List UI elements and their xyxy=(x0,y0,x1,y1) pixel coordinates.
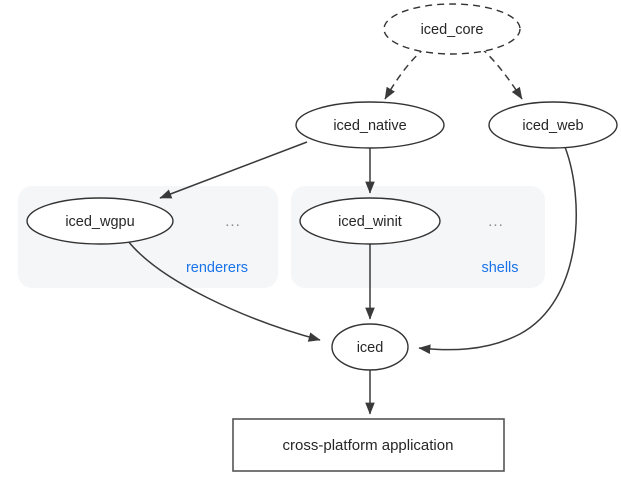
node-iced-wgpu[interactable]: iced_wgpu xyxy=(26,197,174,245)
edge-iced-web-to-iced xyxy=(418,146,577,354)
node-iced-wgpu-shape[interactable] xyxy=(26,197,174,245)
node-cross-platform-application[interactable]: cross-platform application xyxy=(232,418,505,472)
cluster-renderers-label: renderers xyxy=(186,260,248,276)
node-iced-core-shape[interactable] xyxy=(383,3,521,55)
node-iced-native-shape[interactable] xyxy=(295,101,445,149)
edge-iced-core-to-iced-web xyxy=(480,47,523,100)
edge-iced-wgpu-to-iced xyxy=(127,240,321,342)
node-iced-label: iced xyxy=(357,340,384,356)
node-iced-winit-label: iced_winit xyxy=(338,214,402,230)
node-iced-core[interactable]: iced_core xyxy=(383,3,521,55)
node-iced-winit-shape[interactable] xyxy=(299,197,441,245)
node-iced[interactable]: iced xyxy=(331,323,409,371)
node-iced-web-label: iced_web xyxy=(522,118,583,134)
node-iced-winit[interactable]: iced_winit xyxy=(299,197,441,245)
node-iced-native[interactable]: iced_native xyxy=(295,101,445,149)
node-iced-web[interactable]: iced_web xyxy=(488,101,618,149)
node-iced-web-shape[interactable] xyxy=(488,101,618,149)
cluster-shells-label: shells xyxy=(481,260,518,276)
node-iced-core-label: iced_core xyxy=(421,22,484,38)
node-iced-wgpu-label: iced_wgpu xyxy=(65,214,134,230)
node-iced-native-label: iced_native xyxy=(333,118,406,134)
shells-more-ellipsis: ... xyxy=(488,213,504,230)
node-iced-shape[interactable] xyxy=(331,323,409,371)
renderers-more-ellipsis: ... xyxy=(225,213,241,230)
node-cross-platform-application-label: cross-platform application xyxy=(283,437,454,454)
edge-iced-native-to-iced-wgpu xyxy=(159,141,308,199)
edge-iced-core-to-iced-native xyxy=(384,47,426,100)
node-cross-platform-application-shape[interactable] xyxy=(232,418,505,472)
